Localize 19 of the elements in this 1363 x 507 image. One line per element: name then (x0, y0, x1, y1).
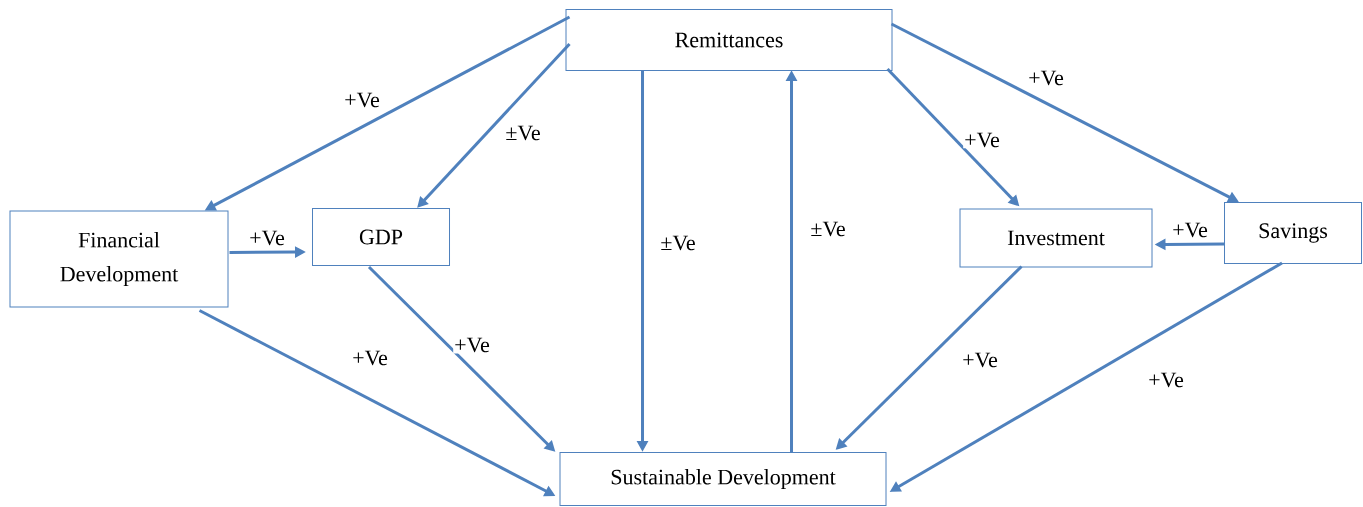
process-box: Financial Development (9, 210, 229, 308)
edge-label: +Ve (1027, 69, 1065, 87)
edge-label: +Ve (343, 91, 381, 109)
arrow (417, 43, 571, 208)
edge-label: ±Ve (809, 220, 847, 238)
edge-label: +Ve (351, 349, 389, 367)
process-box: Savings (1224, 202, 1362, 264)
edge-label: +Ve (963, 131, 1001, 149)
process-box: Investment (959, 208, 1153, 268)
edge-label: +Ve (248, 229, 286, 247)
edge-label: +Ve (1147, 371, 1185, 389)
edge-label: +Ve (1171, 221, 1209, 239)
process-box: GDP (312, 208, 450, 266)
edge-label: ±Ve (504, 124, 542, 142)
process-box: Sustainable Development (559, 452, 887, 506)
process-box: Remittances (565, 9, 893, 71)
edge-label: +Ve (453, 336, 491, 354)
edge-label: +Ve (961, 351, 999, 369)
edge-label: ±Ve (659, 234, 697, 252)
